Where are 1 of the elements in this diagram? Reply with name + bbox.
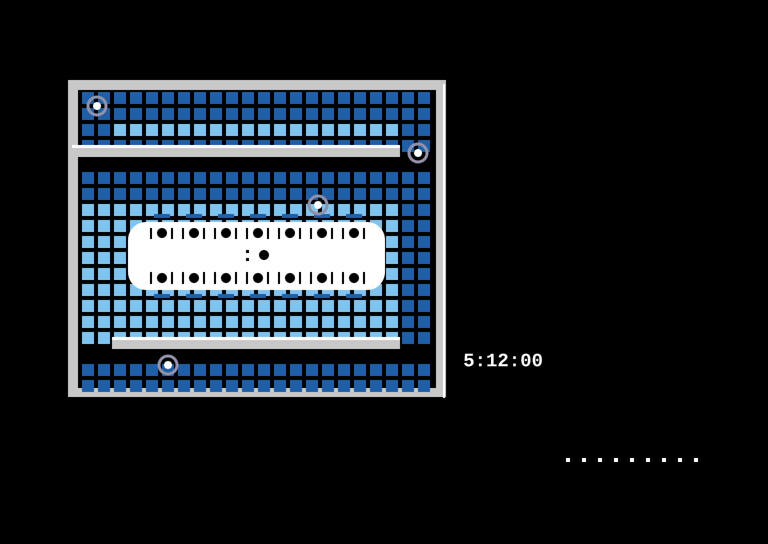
- timer-text: 5:12:00: [464, 354, 542, 366]
